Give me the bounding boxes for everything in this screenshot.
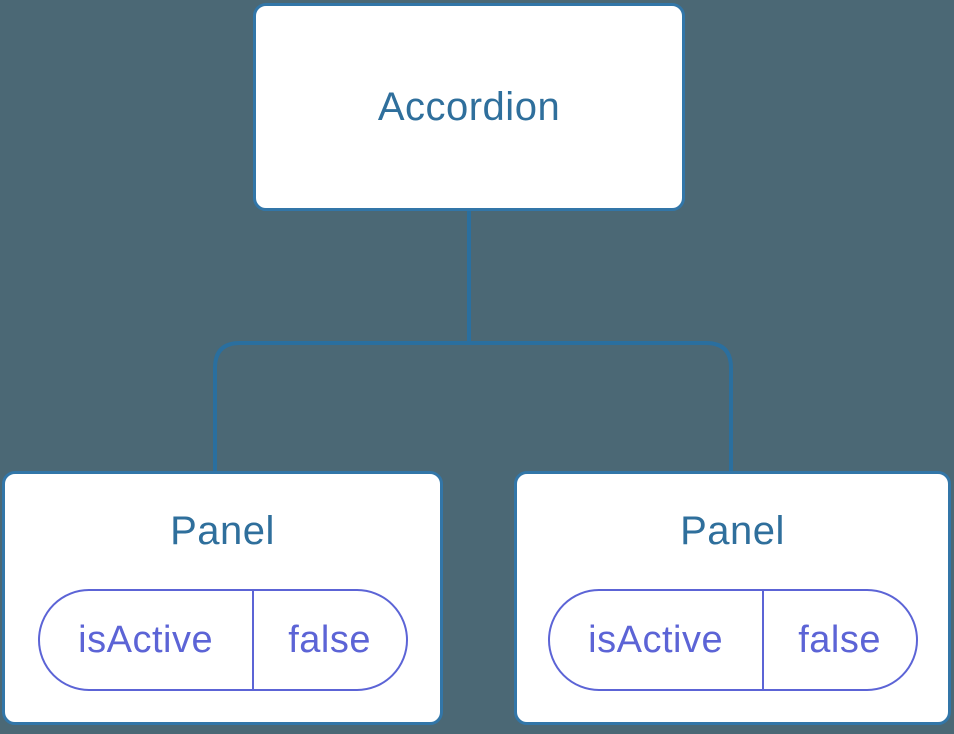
node-label: Accordion <box>377 85 561 129</box>
node-label: Panel <box>170 509 275 553</box>
state-badge: isActive false <box>547 589 918 691</box>
state-value-label: false <box>761 591 916 689</box>
connector-branch <box>213 341 733 472</box>
state-badge: isActive false <box>37 589 408 691</box>
node-label: Panel <box>680 509 785 553</box>
tree-node-panel-left: Panel isActive false <box>2 471 443 725</box>
state-value-label: false <box>251 591 406 689</box>
tree-node-panel-right: Panel isActive false <box>514 471 951 725</box>
state-key-label: isActive <box>588 618 724 661</box>
tree-node-accordion: Accordion <box>253 3 685 211</box>
state-key-label: isActive <box>78 618 214 661</box>
